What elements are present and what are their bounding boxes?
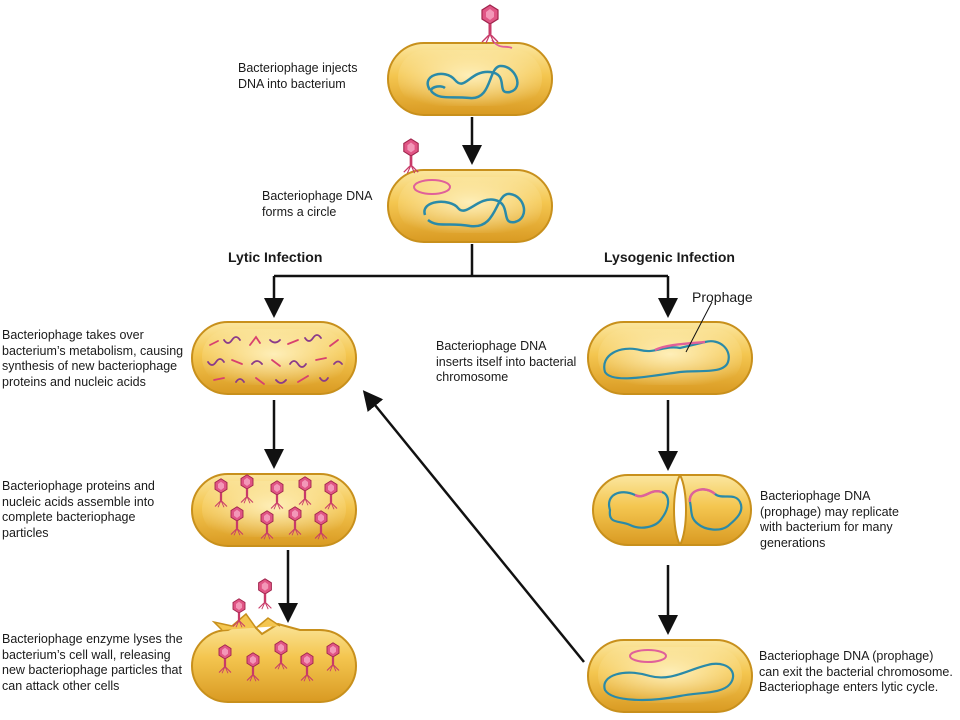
phage-dna-circle: [629, 649, 667, 663]
flow-arrows: [264, 117, 678, 663]
phage-icon: [258, 578, 272, 610]
caption-lyse: Bacteriophage enzyme lyses the bacterium…: [2, 632, 183, 693]
cell-insertion: [587, 321, 753, 395]
prophage-pointer: [685, 301, 713, 353]
cell-assembly: [191, 473, 357, 547]
caption-inject: Bacteriophage injects DNA into bacterium: [238, 61, 358, 91]
branch-connector: [274, 244, 668, 278]
host-dna: [423, 192, 526, 228]
callout-prophage: Prophage: [692, 289, 753, 305]
host-dna: [426, 64, 519, 100]
prophage-segment: [634, 489, 663, 498]
ruptured-wall: [211, 612, 281, 631]
cell-dna-circle: [387, 138, 553, 243]
prophage-segment: [654, 340, 706, 352]
arrow-exit-to-lytic: [362, 390, 585, 663]
prophage-segment: [688, 488, 716, 503]
host-chromosome: [603, 662, 735, 702]
cell-lysis: [191, 578, 357, 703]
caption-takeover: Bacteriophage takes over bacterium’s met…: [2, 328, 184, 389]
host-dna: [607, 490, 670, 529]
nucleic-acid-fragments: [207, 334, 343, 385]
cell-injection: [387, 4, 553, 116]
caption-exit: Bacteriophage DNA (prophage) can exit th…: [759, 649, 953, 694]
heading-lytic: Lytic Infection: [228, 249, 323, 265]
cell-replication: [592, 474, 752, 546]
caption-insert: Bacteriophage DNA inserts itself into ba…: [436, 339, 577, 384]
caption-circle: Bacteriophage DNA forms a circle: [262, 189, 373, 219]
heading-lysogenic: Lysogenic Infection: [604, 249, 735, 265]
cell-takeover: [191, 321, 357, 395]
caption-assemble: Bacteriophage proteins and nucleic acids…: [2, 479, 155, 540]
cell-exit: [587, 639, 753, 713]
phage-dna-circle: [413, 179, 451, 195]
phage-icon: [403, 138, 419, 174]
phage-icon: [481, 4, 499, 44]
caption-replicate: Bacteriophage DNA (prophage) may replica…: [760, 489, 899, 550]
host-chromosome: [603, 340, 730, 380]
